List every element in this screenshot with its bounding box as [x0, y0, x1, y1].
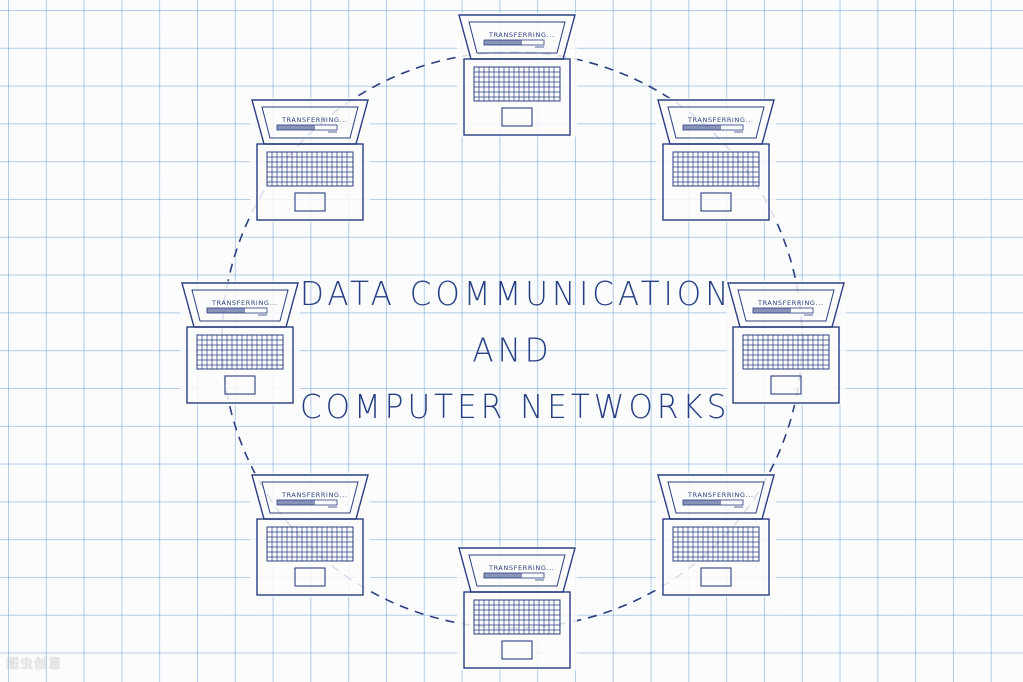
headline-line-2: AND — [472, 332, 553, 370]
headline: DATA COMMUNICATION AND COMPUTER NETWORKS — [300, 266, 733, 436]
laptop-screen-label: TRANSFERRING... — [488, 564, 555, 572]
laptop-screen-label: TRANSFERRING... — [757, 299, 824, 307]
laptop-top-right: TRANSFERRING... — [656, 98, 776, 222]
watermark: 图虫创意 — [6, 657, 63, 672]
laptop-screen-label: TRANSFERRING... — [488, 31, 555, 39]
laptop-top-left: TRANSFERRING... — [250, 98, 370, 222]
headline-line-1: DATA COMMUNICATION — [300, 275, 733, 314]
laptop-bottom-left: TRANSFERRING... — [250, 473, 370, 597]
laptop-screen-label: TRANSFERRING... — [687, 116, 754, 124]
laptop-right: TRANSFERRING... — [726, 281, 846, 405]
laptop-top: TRANSFERRING... — [457, 13, 577, 137]
laptop-screen-label: TRANSFERRING... — [687, 491, 754, 499]
laptop-screen-label: TRANSFERRING... — [211, 299, 278, 307]
laptop-bottom-right: TRANSFERRING... — [656, 473, 776, 597]
laptop-screen-label: TRANSFERRING... — [281, 491, 348, 499]
laptop-left: TRANSFERRING... — [180, 281, 300, 405]
headline-line-3: COMPUTER NETWORKS — [300, 388, 731, 427]
laptop-screen-label: TRANSFERRING... — [281, 116, 348, 124]
laptop-bottom: TRANSFERRING... — [457, 546, 577, 670]
